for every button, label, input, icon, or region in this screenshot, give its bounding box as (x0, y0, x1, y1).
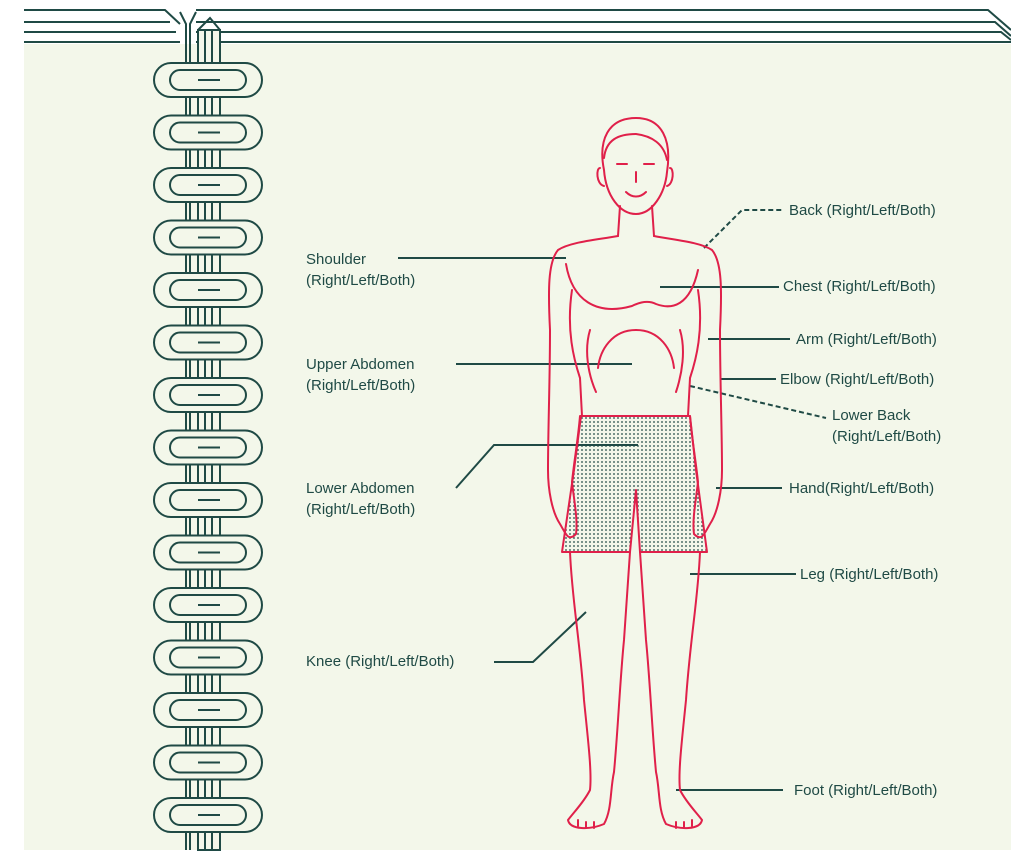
binding-ring (154, 483, 262, 517)
binding-ring (154, 588, 262, 622)
binding-ring (154, 168, 262, 202)
page-stack-lines (24, 10, 1011, 42)
binding-ring (154, 221, 262, 255)
binding-ring (154, 536, 262, 570)
arm-label: Arm (Right/Left/Both) (796, 329, 937, 350)
lower-abdomen-label: Lower Abdomen (Right/Left/Both) (306, 478, 415, 520)
binding-ring (154, 326, 262, 360)
binding-ring (154, 641, 262, 675)
binding-ring (154, 116, 262, 150)
foot-label: Foot (Right/Left/Both) (794, 780, 937, 801)
binding-ring (154, 63, 262, 97)
upper-abdomen-label: Upper Abdomen (Right/Left/Both) (306, 354, 415, 396)
binding-ring (154, 693, 262, 727)
lower-back-label: Lower Back (Right/Left/Both) (832, 405, 941, 447)
binding-ring (154, 431, 262, 465)
binding-ring (154, 273, 262, 307)
back-label: Back (Right/Left/Both) (789, 200, 936, 221)
leg-label: Leg (Right/Left/Both) (800, 564, 938, 585)
binding-ring (154, 746, 262, 780)
chest-label: Chest (Right/Left/Both) (783, 276, 936, 297)
elbow-label: Elbow (Right/Left/Both) (780, 369, 934, 390)
binding-ring (154, 798, 262, 832)
spiral-binding-icon (154, 63, 262, 832)
binding-ring (154, 378, 262, 412)
hand-label: Hand(Right/Left/Both) (789, 478, 934, 499)
shoulder-label: Shoulder (Right/Left/Both) (306, 249, 415, 291)
knee-label: Knee (Right/Left/Both) (306, 651, 454, 672)
